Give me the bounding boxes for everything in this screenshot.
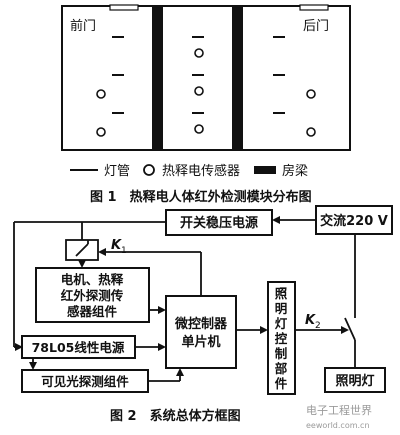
block-mcu <box>165 295 237 369</box>
figure2-caption: 图 2 系统总体方框图 <box>110 408 241 424</box>
watermark-text: 电子工程世界 <box>306 404 372 417</box>
arrow-linear-to-visible <box>29 362 37 370</box>
watermark: 电子工程世界 eeworld.com.cn <box>306 404 372 430</box>
relay-k1-label: K <box>111 238 122 253</box>
sensor-7 <box>306 127 316 137</box>
arrow-rail-to-linear <box>15 343 23 351</box>
beam-1 <box>152 6 163 150</box>
figure1-legend: 灯管 热释电传感器 房梁 <box>70 163 308 179</box>
beam-2 <box>232 6 243 150</box>
arrow-visible-to-mcu <box>176 368 184 376</box>
arrow-mcu-to-ctrl <box>260 326 268 334</box>
block-lighting-ctrl-char-4: 控 <box>275 331 288 346</box>
sensor-1 <box>96 89 106 99</box>
legend-beam-label: 房梁 <box>282 163 308 179</box>
block-mcu-line2: 单片机 <box>181 334 220 350</box>
arrow-mcu-to-k1 <box>98 248 106 256</box>
legend-sensor-label: 热释电传感器 <box>162 163 240 179</box>
block-sensor-line2: 红外探测传 <box>61 288 124 303</box>
relay-k2-subscript: 2 <box>315 321 321 331</box>
relay-k1-contact <box>75 243 89 257</box>
block-mcu-line1: 微控制器 <box>174 316 228 332</box>
arrow-ac-to-psu <box>272 216 280 224</box>
block-lighting-ctrl <box>267 281 296 395</box>
block-sensor-line3: 感器组件 <box>67 304 118 319</box>
rear-door-label: 后门 <box>303 19 329 34</box>
block-lamp-label: 照明灯 <box>335 373 374 389</box>
figure1-floorplan: 前门 后门 <box>61 4 351 151</box>
block-lighting-ctrl-char-7: 件 <box>275 376 288 391</box>
room-outline <box>61 5 351 151</box>
figure2-block-diagram: 交流220 V 开关稳压电源 电机、热释 红外探测传 感器组件 微控制器 单片机… <box>13 205 393 395</box>
sensor-4 <box>194 86 204 96</box>
block-lighting-ctrl-char-3: 灯 <box>275 316 288 331</box>
block-sensor-assembly <box>35 267 150 323</box>
sensor-2 <box>96 127 106 137</box>
block-switching-psu-label: 开关稳压电源 <box>180 215 258 231</box>
front-door-label: 前门 <box>70 18 96 34</box>
relay-k2-contact <box>344 317 356 341</box>
block-lighting-ctrl-char-6: 部 <box>275 361 288 376</box>
relay-k1-subscript: 1 <box>121 246 127 256</box>
legend-sensor-icon <box>143 164 155 176</box>
figure1-caption: 图 1 热释电人体红外检测模块分布图 <box>90 189 312 205</box>
sensor-5 <box>194 124 204 134</box>
sensor-3 <box>194 48 204 58</box>
rear-door-marker <box>299 4 329 11</box>
relay-k2-label: K <box>305 313 316 328</box>
arrow-sensor-to-mcu <box>158 306 166 314</box>
block-lamp <box>324 367 386 393</box>
legend-lamp-label: 灯管 <box>104 164 130 179</box>
block-ac-label: 交流220 V <box>320 213 388 229</box>
block-linear-psu-label: 78L05线性电源 <box>32 340 125 355</box>
block-visible-light-label: 可见光探测组件 <box>41 374 129 389</box>
arrow-linear-to-mcu <box>158 343 166 351</box>
arrow-ctrl-to-k2 <box>341 326 349 334</box>
watermark-url: eeworld.com.cn <box>306 421 370 430</box>
front-door-marker <box>109 4 139 11</box>
block-sensor-line1: 电机、热释 <box>61 272 124 287</box>
block-lighting-ctrl-char-5: 制 <box>275 346 288 361</box>
sensor-6 <box>306 89 316 99</box>
block-lighting-ctrl-char-1: 照 <box>275 286 288 301</box>
arrow-k1-to-sensor <box>78 260 86 268</box>
block-lighting-ctrl-char-2: 明 <box>275 301 288 316</box>
legend-beam-icon <box>254 166 276 174</box>
